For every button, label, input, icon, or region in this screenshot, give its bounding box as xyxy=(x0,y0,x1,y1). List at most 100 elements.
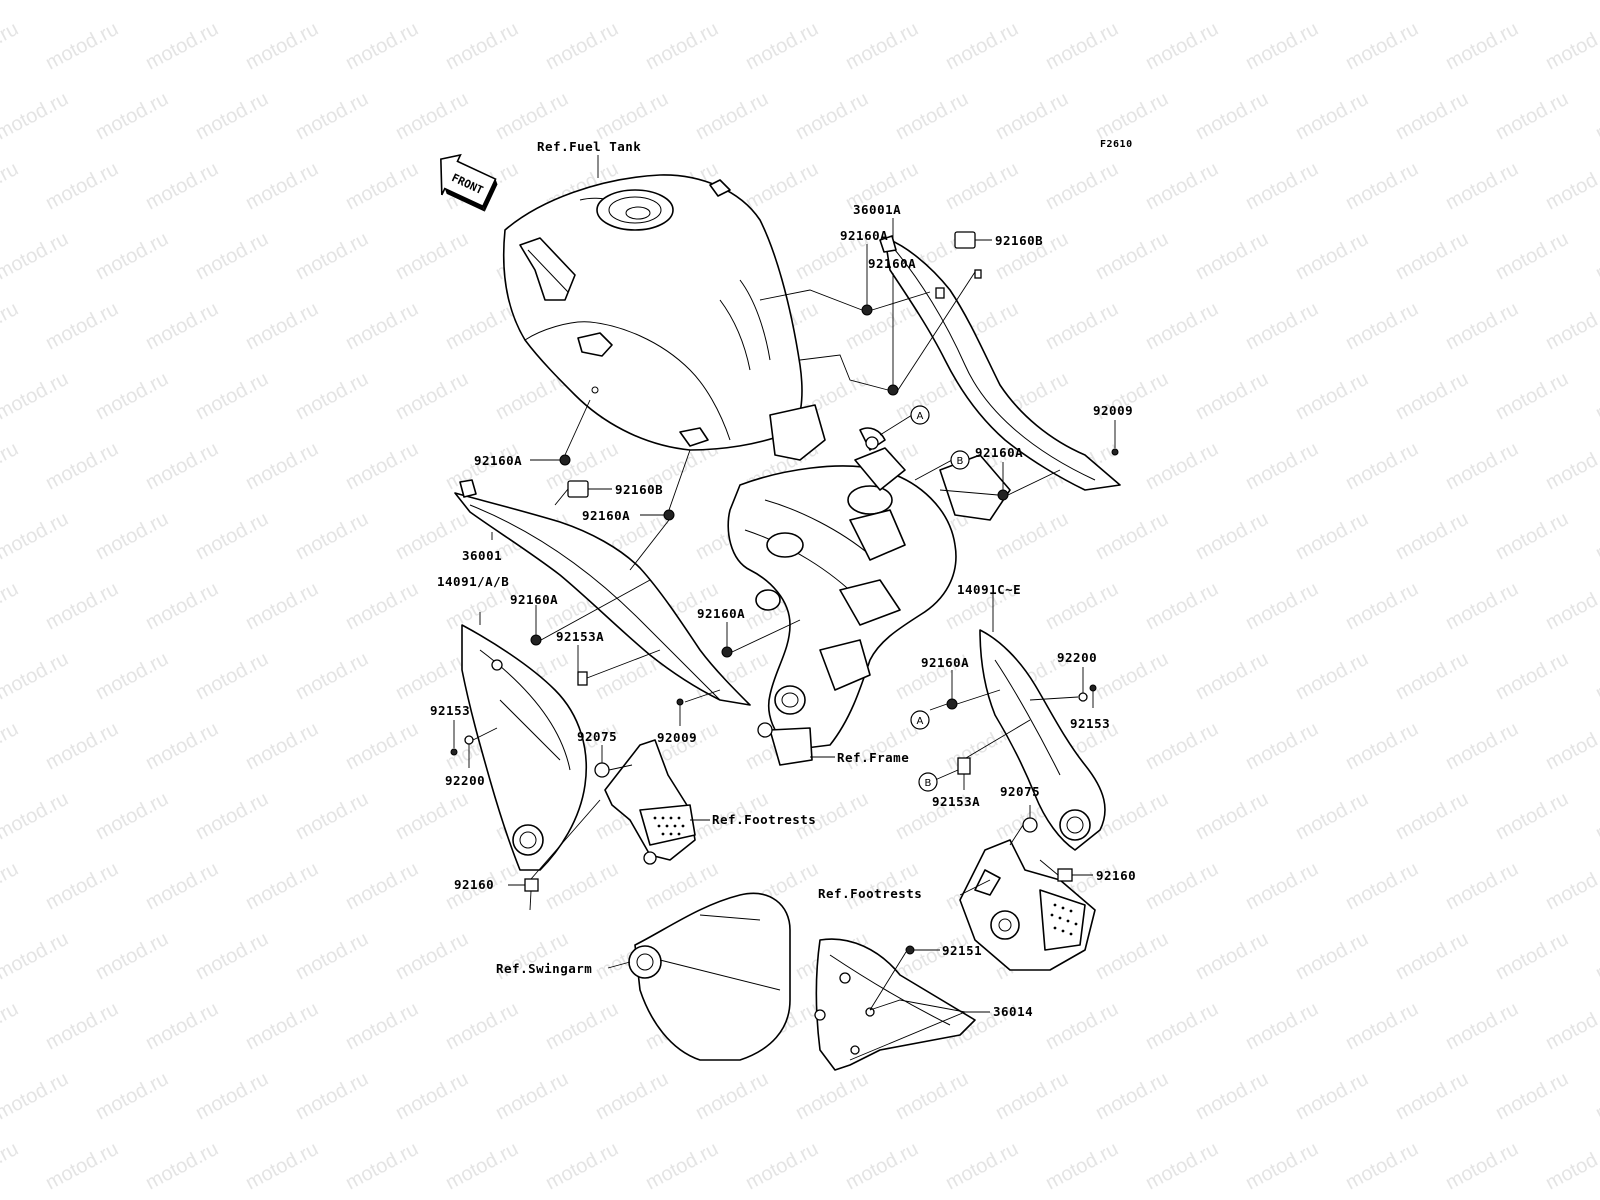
watermark-text: motod.ru xyxy=(792,1068,872,1124)
watermark-text: motod.ru xyxy=(192,508,272,564)
watermark-text: motod.ru xyxy=(292,788,372,844)
figure-id: F2610 xyxy=(1100,139,1133,150)
watermark-text: motod.ru xyxy=(1242,438,1322,494)
watermark-text: motod.ru xyxy=(1442,1138,1522,1194)
watermark-text: motod.ru xyxy=(592,0,672,4)
watermark-text: motod.ru xyxy=(1442,18,1522,74)
watermark-text: motod.ru xyxy=(1142,1138,1222,1194)
watermark-text: motod.ru xyxy=(992,508,1072,564)
watermark-text: motod.ru xyxy=(342,438,422,494)
watermark-text: motod.ru xyxy=(692,88,772,144)
watermark-text: motod.ru xyxy=(1342,578,1422,634)
watermark-text: motod.ru xyxy=(1042,1138,1122,1194)
watermark-text: motod.ru xyxy=(1542,718,1600,774)
grommet-92075-left xyxy=(594,762,610,778)
washer-92200-right xyxy=(1078,692,1088,702)
watermark-text: motod.ru xyxy=(1292,1068,1372,1124)
watermark-text: motod.ru xyxy=(192,88,272,144)
watermark-text: motod.ru xyxy=(392,508,472,564)
watermark-text: motod.ru xyxy=(1542,18,1600,74)
watermark-text: motod.ru xyxy=(1142,158,1222,214)
label-36001: 36001 xyxy=(462,548,502,563)
watermark-text: motod.ru xyxy=(1042,18,1122,74)
watermark-text: motod.ru xyxy=(1442,438,1522,494)
watermark-text: motod.ru xyxy=(892,1068,972,1124)
grommet-92160A-left xyxy=(559,454,571,466)
watermark-text: motod.ru xyxy=(1542,158,1600,214)
watermark-text: motod.ru xyxy=(1492,88,1572,144)
label-92160A-right: 92160A xyxy=(921,655,969,670)
watermark-text: motod.ru xyxy=(1392,648,1472,704)
watermark-text: motod.ru xyxy=(1192,368,1272,424)
watermark-text: motod.ru xyxy=(1142,858,1222,914)
watermark-text: motod.ru xyxy=(192,648,272,704)
watermark-text: motod.ru xyxy=(992,1068,1072,1124)
watermark-text: motod.ru xyxy=(192,928,272,984)
watermark-text: motod.ru xyxy=(392,368,472,424)
watermark-text: motod.ru xyxy=(1242,858,1322,914)
grommet-92160A-right xyxy=(946,698,958,710)
bolt-92153-right xyxy=(1089,684,1097,692)
label-92151: 92151 xyxy=(942,943,982,958)
watermark-text: motod.ru xyxy=(742,1138,822,1194)
svg-text:A: A xyxy=(917,716,924,727)
watermark-text: motod.ru xyxy=(842,298,922,354)
label-92160A-1: 92160A xyxy=(840,228,888,243)
watermark-text: motod.ru xyxy=(242,858,322,914)
watermark-text: motod.ru xyxy=(1392,1068,1472,1124)
watermark-text: motod.ru xyxy=(892,0,972,4)
watermark-text: motod.ru xyxy=(1142,438,1222,494)
chain-cover-36014 xyxy=(814,938,976,1071)
watermark-text: motod.ru xyxy=(92,368,172,424)
grommet-92160A-left2 xyxy=(663,509,675,521)
watermark-text: motod.ru xyxy=(292,0,372,4)
watermark-text: motod.ru xyxy=(392,88,472,144)
label-92160A-2: 92160A xyxy=(868,256,916,271)
watermark-text: motod.ru xyxy=(1342,438,1422,494)
watermark-text: motod.ru xyxy=(0,1068,72,1124)
watermark-text: motod.ru xyxy=(92,1068,172,1124)
watermark-text: motod.ru xyxy=(1042,298,1122,354)
watermark-text: motod.ru xyxy=(142,1138,222,1194)
watermark-text: motod.ru xyxy=(42,438,122,494)
watermark-text: motod.ru xyxy=(1192,648,1272,704)
watermark-text: motod.ru xyxy=(1192,0,1272,4)
watermark-text: motod.ru xyxy=(1592,228,1600,284)
watermark-text: motod.ru xyxy=(1492,788,1572,844)
watermark-text: motod.ru xyxy=(292,648,372,704)
watermark-text: motod.ru xyxy=(1292,508,1372,564)
watermark-text: motod.ru xyxy=(42,998,122,1054)
watermark-text: motod.ru xyxy=(92,88,172,144)
watermark-text: motod.ru xyxy=(242,438,322,494)
watermark-text: motod.ru xyxy=(192,228,272,284)
watermark-text: motod.ru xyxy=(1442,998,1522,1054)
watermark-text: motod.ru xyxy=(542,858,622,914)
watermark-text: motod.ru xyxy=(1392,368,1472,424)
watermark-text: motod.ru xyxy=(42,858,122,914)
watermark-text: motod.ru xyxy=(1292,228,1372,284)
watermark-text: motod.ru xyxy=(892,88,972,144)
watermark-text: motod.ru xyxy=(0,788,72,844)
grommet-92160B-top xyxy=(954,231,976,249)
label-92200-right: 92200 xyxy=(1057,650,1097,665)
label-92075-right: 92075 xyxy=(1000,784,1040,799)
label-14091AB: 14091/A/B xyxy=(437,574,509,589)
watermark-text: motod.ru xyxy=(992,0,1072,4)
watermark-text: motod.ru xyxy=(292,508,372,564)
circle-marker-a-top: A xyxy=(910,405,930,425)
watermark-text: motod.ru xyxy=(1592,1068,1600,1124)
watermark-text: motod.ru xyxy=(492,1068,572,1124)
label-92075-left: 92075 xyxy=(577,729,617,744)
watermark-text: motod.ru xyxy=(292,1068,372,1124)
watermark-text: motod.ru xyxy=(42,158,122,214)
watermark-text: motod.ru xyxy=(0,228,72,284)
watermark-text: motod.ru xyxy=(392,0,472,4)
watermark-text: motod.ru xyxy=(142,18,222,74)
watermark-text: motod.ru xyxy=(1242,998,1322,1054)
watermark-text: motod.ru xyxy=(1292,648,1372,704)
label-92153A-right: 92153A xyxy=(932,794,980,809)
watermark-text: motod.ru xyxy=(1292,368,1372,424)
watermark-text: motod.ru xyxy=(1092,228,1172,284)
watermark-text: motod.ru xyxy=(1342,158,1422,214)
watermark-text: motod.ru xyxy=(342,1138,422,1194)
